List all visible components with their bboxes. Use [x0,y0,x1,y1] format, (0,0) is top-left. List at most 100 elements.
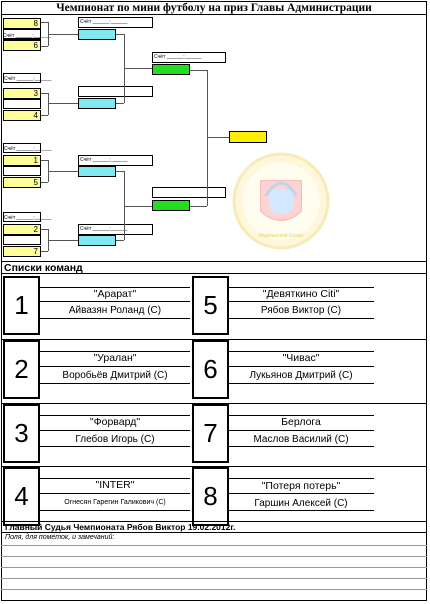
team-number: 2 [3,340,40,399]
page-title: Чемпионат по мини футболу на приз Главы … [1,1,427,15]
team-name: "Девяткино Citi" [262,288,340,300]
seed-number: 6 [33,41,38,50]
seed-slot[interactable]: 4 [3,110,41,121]
team-slot[interactable] [3,29,41,39]
team-number: 5 [192,276,229,335]
row-divider [1,403,427,404]
team-name: "Чивас" [282,352,320,364]
cell-line [40,446,190,447]
cell-line [40,415,190,416]
score-label: Счёт ______:______ [4,76,52,82]
seed-slot[interactable]: 1 [3,155,41,166]
connector [116,171,124,172]
cell-line [40,478,190,479]
cell-line [229,351,374,352]
team-captain: Огнесян Гарегин Галикович (С) [64,499,166,506]
team-name: "INTER" [95,479,135,491]
notes-line[interactable] [1,556,427,557]
team-slot[interactable] [78,86,153,97]
connector [41,182,48,183]
cell-line [229,493,374,494]
champion-slot[interactable] [229,131,267,143]
connector [41,251,48,252]
connector [116,240,124,241]
seed-number: 1 [33,156,38,165]
seed-number: 4 [33,111,38,120]
cell-line [229,478,374,479]
score-label: Счёт ______:______ [4,215,52,221]
emblem-logo [232,152,330,250]
cell-line [40,351,190,352]
team-name: "Арарат" [93,288,137,300]
score-label: Счёт ______:______ [80,226,128,232]
team-captain: Айвазян Роланд (С) [68,305,162,316]
team-name: Берлога [281,416,321,428]
connector [41,115,48,116]
notes-line[interactable] [1,578,427,579]
connector [207,70,208,206]
team-slot[interactable] [78,155,153,166]
final-slot[interactable] [152,200,190,211]
connector [48,103,78,104]
team-slot[interactable] [3,235,41,245]
team-name: "Форвард" [89,416,141,428]
team-slot[interactable] [152,187,226,198]
score-label: Счёт ______:______ [80,157,128,163]
connector [116,103,124,104]
team-slot[interactable] [3,212,41,222]
cell-line [40,318,190,319]
seed-number: 3 [33,89,38,98]
referee-line: Главный Судья Чемпионата Рябов Виктор 19… [1,521,427,533]
team-slot[interactable] [3,166,41,176]
connector [41,160,48,161]
team-slot[interactable] [3,73,41,83]
connector [190,70,207,71]
team-name: "Потеря потерь" [261,480,341,492]
semifinal-slot[interactable] [78,29,116,40]
semifinal-slot[interactable] [78,166,116,177]
final-slot[interactable] [152,64,190,75]
notes-label: Поля, для пометок, и замечаний: [5,534,115,541]
connector [48,93,49,115]
connector [124,206,152,207]
logo-caption: Мурманский Сокол [258,233,304,239]
seed-slot[interactable]: 5 [3,177,41,188]
seed-slot[interactable]: 7 [3,246,41,257]
team-number: 4 [3,467,40,526]
seed-number: 2 [33,225,38,234]
teams-section-title: Списки команд [1,261,427,274]
team-name: "Уралан" [93,352,137,364]
cell-line [229,415,374,416]
team-slot[interactable] [3,99,41,109]
notes-line[interactable] [1,567,427,568]
seed-slot[interactable]: 2 [3,224,41,235]
notes-line[interactable] [1,589,427,590]
cell-line [40,430,190,431]
team-slot[interactable] [78,224,153,235]
team-captain: Гаршин Алексей (С) [254,498,348,509]
team-slot[interactable] [78,17,153,28]
cell-line [229,366,374,367]
seed-slot[interactable]: 3 [3,88,41,99]
cell-line [40,366,190,367]
cell-line [229,383,374,384]
team-slot[interactable] [3,143,41,153]
score-label: Счёт ______:______ [3,33,51,39]
cell-line [229,430,374,431]
semifinal-slot[interactable] [78,98,116,109]
notes-line[interactable] [1,545,427,546]
team-slot[interactable] [152,52,226,63]
team-captain: Воробьёв Дмитрий (С) [62,370,168,381]
cell-line [229,287,374,288]
seed-number: 5 [33,178,38,187]
semifinal-slot[interactable] [78,235,116,246]
team-captain: Рябов Виктор (С) [260,305,342,316]
cell-line [229,510,374,511]
cell-line [229,318,374,319]
seed-slot[interactable]: 8 [3,18,41,29]
seed-slot[interactable]: 6 [3,40,41,51]
connector [190,206,207,207]
team-captain: Глебов Игорь (С) [75,434,155,445]
team-number: 3 [3,404,40,463]
